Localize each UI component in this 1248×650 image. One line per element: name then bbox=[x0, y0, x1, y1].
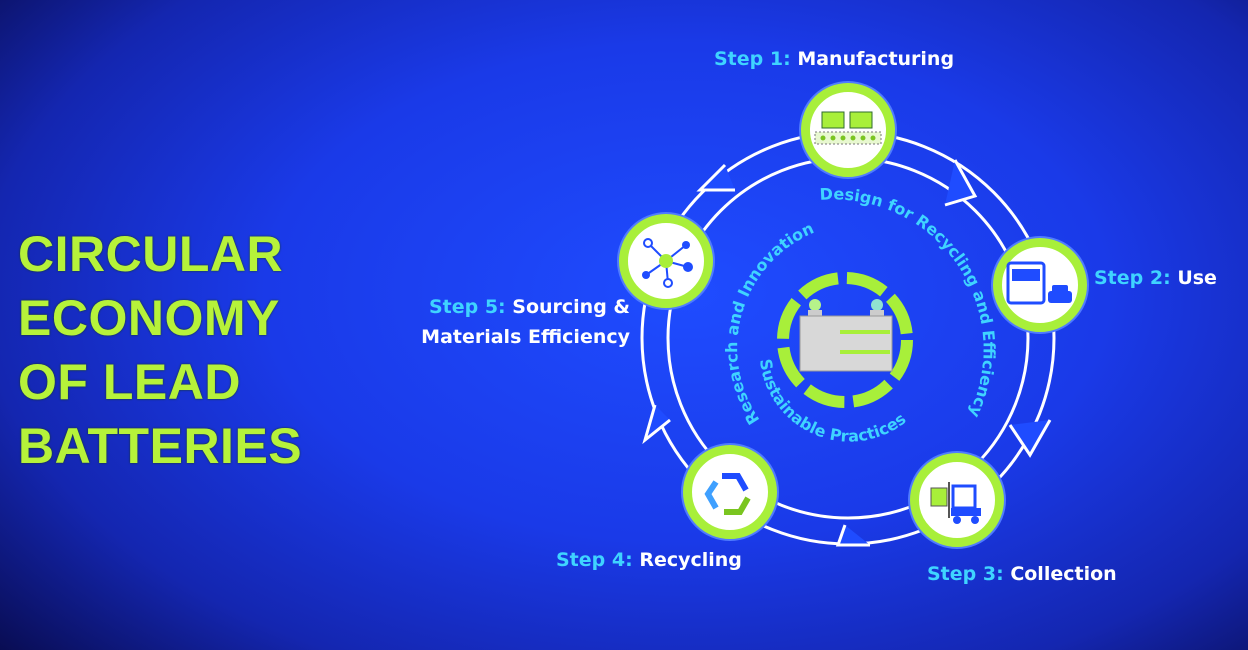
node-recycling bbox=[683, 445, 777, 539]
main-title: CIRCULAR ECONOMY OF LEAD BATTERIES bbox=[18, 222, 302, 478]
node-use bbox=[993, 238, 1087, 332]
battery-icon bbox=[799, 299, 893, 372]
center-ring bbox=[777, 272, 913, 408]
conveyor-batteries-icon bbox=[814, 111, 882, 145]
step-4-label: Step 4: Recycling bbox=[556, 549, 742, 571]
step-5-label: Step 5: Sourcing & Materials Efficiency bbox=[421, 296, 630, 348]
step-3-label: Step 3: Collection bbox=[927, 563, 1117, 585]
title-line: CIRCULAR bbox=[18, 226, 284, 282]
recycle-icon bbox=[704, 473, 751, 515]
node-sourcing bbox=[619, 214, 713, 308]
design-label: Design for Recycling and Efficiency bbox=[819, 184, 998, 421]
bus-car-icon bbox=[1006, 261, 1072, 305]
cycle-arrows bbox=[642, 159, 1052, 547]
step-1-label: Step 1: Manufacturing bbox=[714, 48, 955, 70]
title-line: BATTERIES bbox=[18, 418, 303, 474]
title-line: ECONOMY bbox=[18, 290, 280, 346]
step-2-label: Step 2: Use bbox=[1094, 267, 1217, 289]
title-line: OF LEAD bbox=[18, 354, 241, 410]
molecule-icon bbox=[642, 238, 693, 288]
node-collection bbox=[910, 453, 1004, 547]
forklift-icon bbox=[930, 482, 981, 524]
node-manufacturing bbox=[801, 83, 895, 177]
